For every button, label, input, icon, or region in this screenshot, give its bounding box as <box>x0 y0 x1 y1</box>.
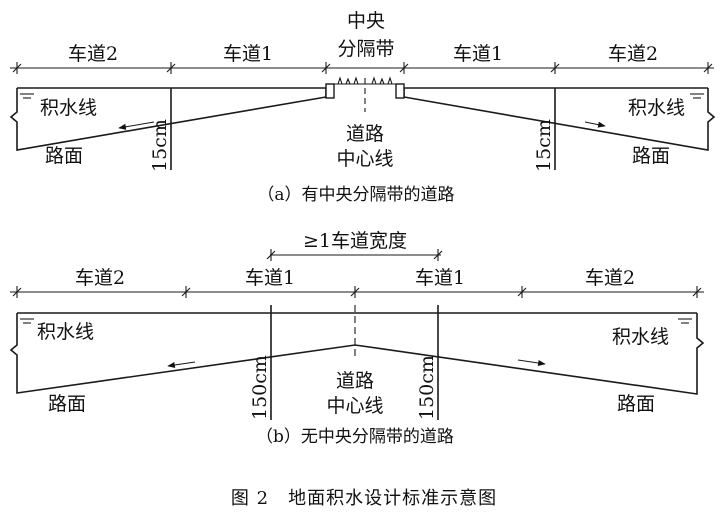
surface-label-a-right: 路面 <box>632 145 670 167</box>
depth-label-b-left: 150cm <box>249 355 271 420</box>
diagram-a: 车道2 车道1 中央 分隔带 车道1 车道2 积水线 积水线 <box>9 10 716 205</box>
water-line-a <box>17 87 708 99</box>
figure-title: 图 2 地面积水设计标准示意图 <box>231 488 497 509</box>
water-line-b <box>17 312 697 324</box>
depth-label-a-right: 15cm <box>533 119 555 172</box>
median-label-line1: 中央 <box>347 10 385 32</box>
centerline-label-b-line2: 中心线 <box>326 395 383 417</box>
median-label-line2: 分隔带 <box>337 38 394 60</box>
centerline-label-b-line1: 道路 <box>336 370 374 392</box>
caption-b: （b）无中央分隔带的道路 <box>256 427 454 447</box>
median-strip <box>325 76 405 112</box>
lane-label-b-3: 车道1 <box>415 267 465 289</box>
lane-label-b-2: 车道1 <box>245 267 295 289</box>
lane-label-b-4: 车道2 <box>585 267 635 289</box>
lane-label-a-3: 车道1 <box>453 43 503 65</box>
water-line-label-a-left: 积水线 <box>40 97 97 119</box>
depth-label-b-right: 150cm <box>416 355 438 420</box>
centerline-label-a-line2: 中心线 <box>336 148 393 170</box>
lane-label-b-1: 车道2 <box>75 267 125 289</box>
water-line-label-b-left: 积水线 <box>37 321 94 343</box>
surface-label-a-left: 路面 <box>45 145 83 167</box>
water-line-label-b-right: 积水线 <box>612 326 669 348</box>
lane-dimension-line-a <box>10 62 714 74</box>
lane-dimension-line-b <box>10 286 704 298</box>
water-line-label-a-right: 积水线 <box>628 97 685 119</box>
lane-label-a-4: 车道2 <box>608 43 658 65</box>
surface-label-b-right: 路面 <box>617 393 655 415</box>
diagram-b: ≥1车道宽度 车道2 车道1 车道1 车道2 <box>9 230 705 447</box>
width-dimension-b <box>266 249 443 261</box>
lane-label-a-1: 车道2 <box>68 43 118 65</box>
road-surface-b <box>9 305 705 420</box>
caption-a: （a）有中央分隔带的道路 <box>257 185 454 205</box>
surface-label-b-left: 路面 <box>48 393 86 415</box>
depth-label-a-left: 15cm <box>149 119 171 172</box>
width-label-b: ≥1车道宽度 <box>303 230 407 252</box>
centerline-label-a-line1: 道路 <box>346 123 384 145</box>
lane-label-a-2: 车道1 <box>223 43 273 65</box>
